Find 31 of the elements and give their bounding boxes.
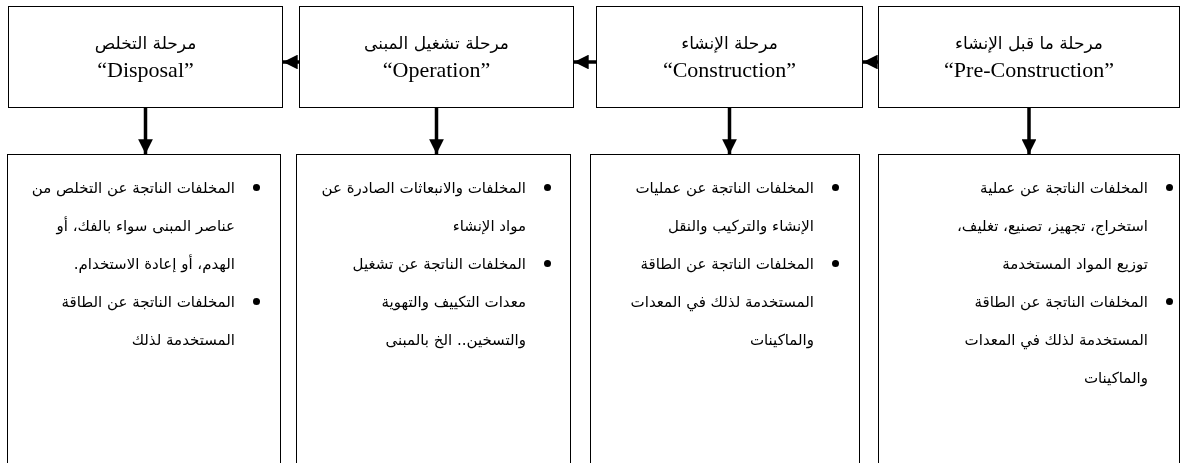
stage-subtitle: “Disposal”	[97, 56, 194, 84]
stage-box	[299, 6, 574, 108]
arrow	[1021, 108, 1037, 154]
stage-title: مرحلة ما قبل الإنشاء	[955, 32, 1103, 55]
stage-title: مرحلة التخلص	[94, 32, 197, 55]
list-box	[296, 154, 571, 463]
arrow	[722, 108, 737, 154]
list-text: المخلفات الناتجة عن الطاقة المستخدمة لذلك	[61, 293, 235, 349]
stage-subtitle: “Construction”	[662, 56, 797, 84]
list-box	[7, 154, 281, 463]
list-text: المخلفات الناتجة عن عملية استخراج، تجهيز، تصنيع، تغليف، توزيع المواد المستخدمة	[957, 179, 1148, 273]
stage-box	[596, 6, 863, 108]
list-box	[878, 154, 1180, 463]
list-box	[590, 154, 860, 463]
list-text: المخلفات الناتجة عن الطاقة المستخدمة لذلك في المعدات والماكينات	[630, 255, 814, 349]
stage-title: مرحلة الإنشاء	[681, 32, 778, 55]
list-text: المخلفات الناتجة عن عمليات الإنشاء والتركيب والنقل	[635, 179, 814, 235]
stage-subtitle: “Operation”	[382, 56, 491, 84]
arrow	[138, 108, 153, 154]
list-text: المخلفات والانبعاثات الصادرة عن مواد الإنشاء	[321, 179, 526, 235]
stage-box	[878, 6, 1180, 108]
arrow	[429, 108, 444, 154]
arrow	[574, 54, 596, 70]
list-text: المخلفات الناتجة عن التخلص من عناصر المبنى سواء بالفك، أو الهدم، أو إعادة الاستخدام.	[31, 179, 235, 273]
stage-title: مرحلة تشغيل المبنى	[364, 32, 509, 55]
stage-box	[8, 6, 283, 108]
list-text: المخلفات الناتجة عن الطاقة المستخدمة لذلك في المعدات والماكينات	[964, 293, 1148, 387]
arrow	[283, 54, 299, 70]
stage-subtitle: “Pre-Construction”	[944, 56, 1114, 84]
list-text: المخلفات الناتجة عن تشغيل معدات التكييف والتهوية والتسخين.. الخ بالمبنى	[352, 255, 526, 349]
arrow	[863, 54, 878, 70]
